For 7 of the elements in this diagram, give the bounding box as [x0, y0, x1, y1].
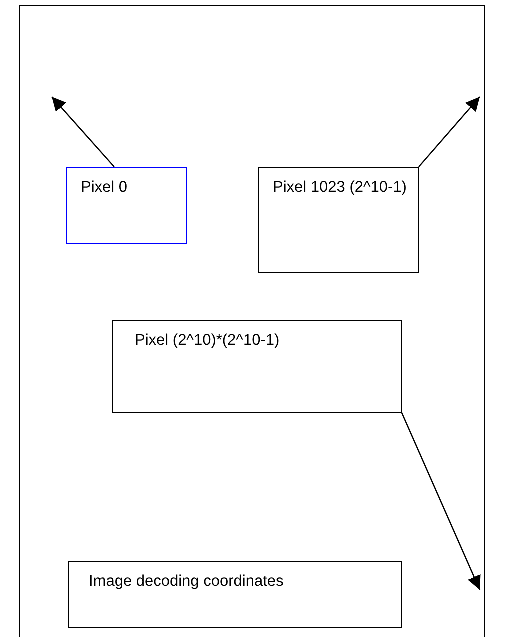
arrow — [401, 412, 481, 590]
text-box: Pixel 0 — [66, 167, 187, 244]
arrow — [418, 96, 480, 168]
text-box: Pixel (2^10)*(2^10-1) — [112, 320, 402, 413]
text-box: Pixel 1023 (2^10-1) — [258, 167, 419, 273]
text-box: Image decoding coordinates — [68, 561, 402, 628]
arrow — [52, 96, 115, 168]
